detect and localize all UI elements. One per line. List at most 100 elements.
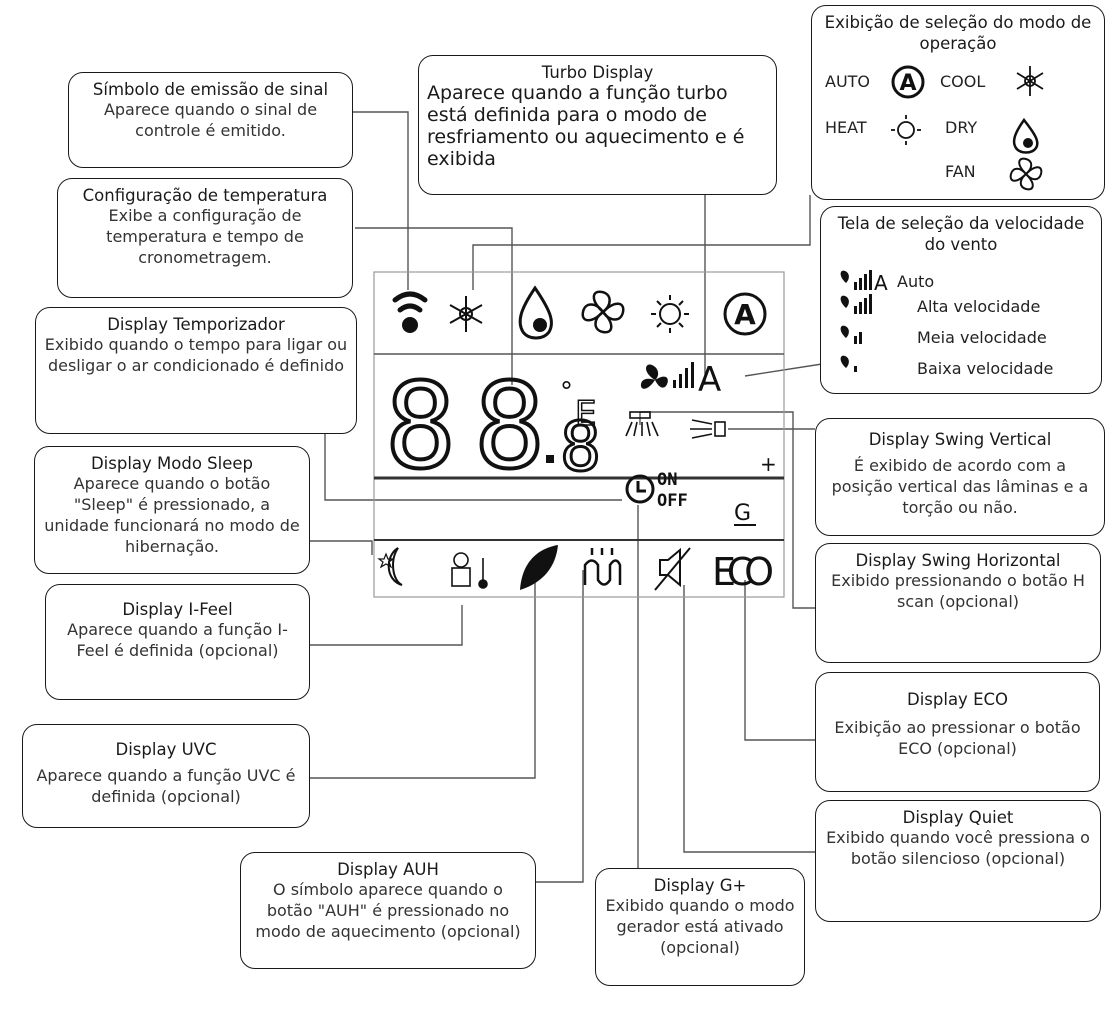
callout-turbo-desc: Aparece quando a função turbo está defin…	[427, 82, 745, 170]
leader-auh	[535, 570, 584, 883]
leader-uvc	[310, 560, 536, 779]
mode-auto-label: AUTO	[825, 72, 871, 91]
degree-symbol: °	[560, 377, 573, 407]
mode-dry-label: DRY	[945, 118, 978, 137]
turbo-letter: A	[698, 360, 721, 400]
callout-swing-v-title: Display Swing Vertical	[868, 430, 1052, 449]
callout-quiet-title: Display Quiet	[902, 808, 1014, 827]
turbo-fan-icon	[640, 364, 668, 389]
callout-eco-title: Display ECO	[907, 690, 1008, 709]
callout-quiet-desc: Exibido quando você pressiona o botão si…	[826, 828, 1090, 869]
turbo-bars-icon	[673, 362, 694, 388]
mode-cool-icon	[1016, 66, 1044, 96]
svg-text:A: A	[899, 71, 916, 96]
wind-auto-label: Auto	[897, 272, 935, 291]
callout-ifeel: Display I-Feel Aparece quando a função I…	[45, 584, 310, 700]
callout-mode-select: Exibição de seleção do modo de operação	[811, 5, 1105, 200]
callout-uvc-desc: Aparece quando a função UVC é definida (…	[36, 766, 296, 807]
leader-mode	[472, 195, 811, 290]
callout-sleep: Display Modo Sleep Aparece quando o botã…	[34, 446, 310, 574]
callout-sleep-desc: Aparece quando o botão "Sleep" é pressio…	[44, 474, 300, 556]
leader-eco	[744, 580, 815, 741]
callout-turbo-title: Turbo Display	[541, 63, 654, 82]
mode-fan-label: FAN	[945, 162, 976, 181]
drop-icon	[518, 285, 553, 340]
callout-wind-select-title: Tela de seleção da velocidade do vento	[837, 214, 1085, 255]
callout-gplus: Display G+ Exibido quando o modo gerador…	[595, 868, 805, 986]
decimal-point	[546, 455, 554, 463]
mode-heat-label: HEAT	[825, 118, 867, 137]
callout-timer: Display Temporizador Exibido quando o te…	[35, 307, 357, 434]
callout-auh-desc: O símbolo aparece quando o botão "AUH" é…	[255, 880, 521, 942]
callout-signal: Símbolo de emissão de sinal Aparece quan…	[68, 72, 353, 168]
timer-clock-hands	[636, 481, 646, 493]
mode-auto-icon	[891, 65, 925, 99]
sleep-moon-icon	[377, 547, 403, 586]
callout-timer-desc: Exibido quando o tempo para ligar ou des…	[44, 335, 348, 376]
mode-heat-icon	[891, 115, 921, 145]
callout-temp-config-desc: Exibe a configuração de temperatura e te…	[106, 206, 304, 268]
lcd-frame	[373, 271, 785, 598]
callout-temp-config-title: Configuração de temperatura	[82, 186, 328, 205]
auto-badge-letter: A	[734, 298, 756, 331]
callout-mode-select-title: Exibição de seleção do modo de operação	[824, 13, 1092, 54]
timer-on: ON	[657, 470, 677, 490]
callout-eco: Display ECO Exibição ao pressionar o bot…	[815, 672, 1100, 792]
auh-heater-icon	[583, 548, 622, 586]
uvc-leaf-icon	[520, 545, 558, 590]
callout-signal-desc: Aparece quando o sinal de controle é emi…	[103, 100, 318, 141]
sun-icon	[651, 295, 689, 333]
wind-mid-label: Meia velocidade	[917, 328, 1047, 347]
wind-mid-icon	[840, 325, 862, 344]
leader-quiet	[683, 585, 815, 853]
callout-auh: Display AUH O símbolo aparece quando o b…	[240, 852, 536, 969]
timer-off: OFF	[657, 491, 688, 511]
wind-high-label: Alta velocidade	[917, 297, 1041, 316]
leader-signal	[350, 111, 409, 290]
callout-gplus-desc: Exibido quando o modo gerador está ativa…	[605, 896, 795, 958]
ifeel-icon	[451, 552, 488, 589]
swing-horizontal-icon	[690, 419, 726, 439]
callout-swing-v-desc: É exibido de acordo com a posição vertic…	[831, 456, 1089, 518]
wind-auto-icon: A	[840, 270, 888, 295]
callout-auh-title: Display AUH	[337, 860, 439, 879]
callout-swing-h-title: Display Swing Horizontal	[855, 551, 1061, 570]
leader-ifeel	[310, 605, 463, 646]
mode-fan-icon	[1009, 157, 1043, 191]
signal-icon	[392, 291, 428, 333]
wind-icons: A	[840, 270, 888, 372]
wind-low-label: Baixa velocidade	[917, 359, 1054, 378]
callout-eco-desc: Exibição ao pressionar o botão ECO (opci…	[834, 718, 1081, 759]
fan-icon	[581, 290, 625, 334]
callout-wind-select: Tela de seleção da velocidade do vento	[820, 206, 1102, 394]
callout-uvc-title: Display UVC	[115, 740, 217, 759]
callout-ifeel-desc: Aparece quando a função I-Feel é definid…	[67, 620, 288, 661]
callout-uvc: Display UVC Aparece quando a função UVC …	[22, 724, 310, 828]
leader-swing-h	[639, 411, 815, 609]
leader-sleep	[310, 540, 373, 555]
swing-vertical-icon	[625, 411, 659, 437]
callout-ifeel-title: Display I-Feel	[122, 600, 233, 619]
leader-temp-config	[355, 227, 513, 385]
auto-badge-icon	[723, 292, 767, 336]
mode-icons: A	[891, 65, 1044, 191]
unit-letter: E	[575, 394, 596, 434]
svg-text:A: A	[874, 271, 888, 295]
mode-cool-label: COOL	[940, 72, 986, 91]
callout-signal-title: Símbolo de emissão de sinal	[92, 80, 329, 99]
callout-swing-v: Display Swing Vertical É exibido de acor…	[815, 418, 1105, 536]
callout-swing-h-desc: Exibido pressionando o botão H scan (opc…	[831, 571, 1085, 612]
callout-turbo: Turbo Display Aparece quando a função tu…	[418, 55, 777, 195]
quiet-speaker-icon	[654, 547, 691, 591]
drop-icon-fill	[533, 318, 547, 332]
callout-quiet: Display Quiet Exibido quando você pressi…	[815, 800, 1101, 922]
callout-gplus-title: Display G+	[653, 876, 747, 895]
mode-dry-icon	[1012, 117, 1039, 154]
callout-temp-config: Configuração de temperatura Exibe a conf…	[57, 178, 353, 298]
decimal-digit: 8	[560, 408, 601, 487]
timer-clock-icon	[625, 474, 655, 504]
eco-text: ECO	[712, 550, 774, 594]
wind-low-icon	[840, 355, 857, 372]
wind-high-icon	[840, 294, 872, 314]
